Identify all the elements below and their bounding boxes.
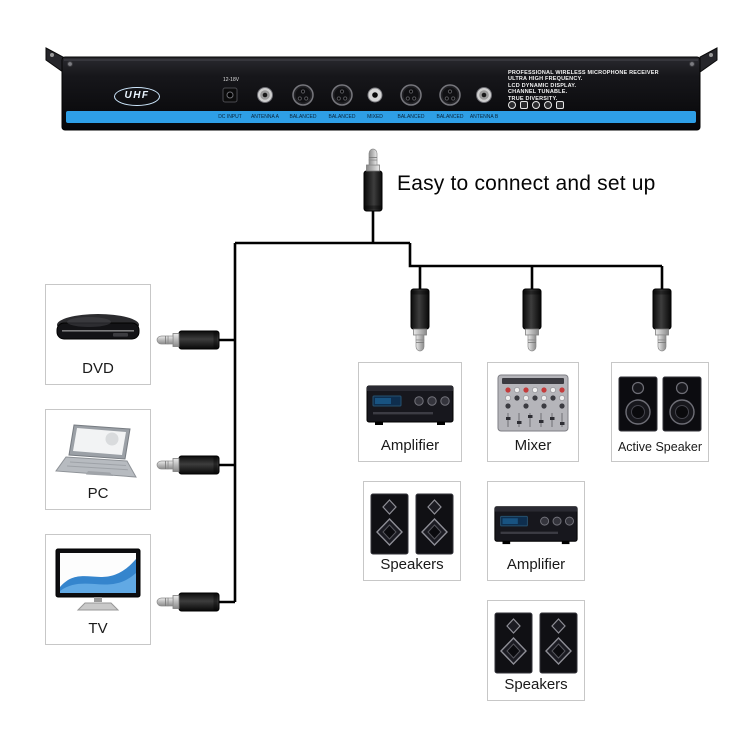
device-label: Speakers [380,556,444,573]
jack-plug-icon [156,455,220,475]
pc-box: PC [45,409,151,510]
jack-plug-icon [156,592,220,612]
amplifier-box-2: Amplifier [487,481,585,581]
port-label: BALANCED [397,114,425,120]
device-label: Amplifier [380,437,440,454]
bnc-antenna-b-port-icon [476,87,492,103]
speakers-icon [488,611,584,675]
jack-plug-icon [410,288,430,352]
blue-label-stripe [66,111,696,123]
speakers-box-2: Speakers [487,600,585,701]
device-label: PC [87,485,109,502]
receiver-unit [45,47,718,131]
mixer-box: Mixer [487,362,579,462]
port-label: MIXED [367,114,383,120]
dvd-player-icon [46,305,150,349]
screw-icon [67,61,73,67]
uhf-logo: UHF [114,87,160,106]
device-label: TV [88,620,108,637]
port-label: DC INPUT [218,114,242,120]
xlr-balanced-port-icon [439,84,461,106]
jack-plug-icon [156,330,220,350]
device-label: Amplifier [506,556,566,573]
dc-input-port-icon [222,87,238,103]
screw-icon [689,61,695,67]
mixer-icon [488,373,578,433]
active-speaker-icon [612,375,708,433]
amplifier-icon [359,381,461,427]
rack-ear-left-icon [45,47,64,73]
mixed-jack-port-icon [367,87,383,103]
speakers-box: Speakers [363,481,461,581]
port-label: ANTENNA B [469,114,499,120]
port-label: BALANCED [328,114,356,120]
active-speaker-box: Active Speaker [611,362,709,462]
device-label: Mixer [514,437,552,454]
xlr-balanced-port-icon [292,84,314,106]
receiver-spec-text: PROFESSIONAL WIRELESS MICROPHONE RECEIVE… [508,70,659,102]
jack-plug-icon [522,288,542,352]
device-label: DVD [82,360,114,377]
screw-icon [709,53,713,57]
dvd-box: DVD [45,284,151,385]
rack-ear-right-icon [699,47,718,73]
tv-icon [46,547,150,615]
power-voltage-label: 12-18V [222,77,240,83]
xlr-balanced-port-icon [400,84,422,106]
tv-box: TV [45,534,151,645]
device-label: Speakers [504,676,568,693]
amplifier-icon [488,502,584,546]
screw-icon [50,53,54,57]
device-label: Active Speaker [617,440,703,454]
amplifier-box: Amplifier [358,362,462,462]
jack-plug-icon [652,288,672,352]
port-label: BALANCED [436,114,464,120]
bnc-antenna-a-port-icon [257,87,273,103]
certification-marks-icon [508,101,564,109]
laptop-icon [46,424,150,484]
port-label: BALANCED [289,114,317,120]
xlr-balanced-port-icon [331,84,353,106]
port-label: ANTENNA A [250,114,280,120]
speakers-icon [364,492,460,556]
page-title: Easy to connect and set up [397,172,656,195]
